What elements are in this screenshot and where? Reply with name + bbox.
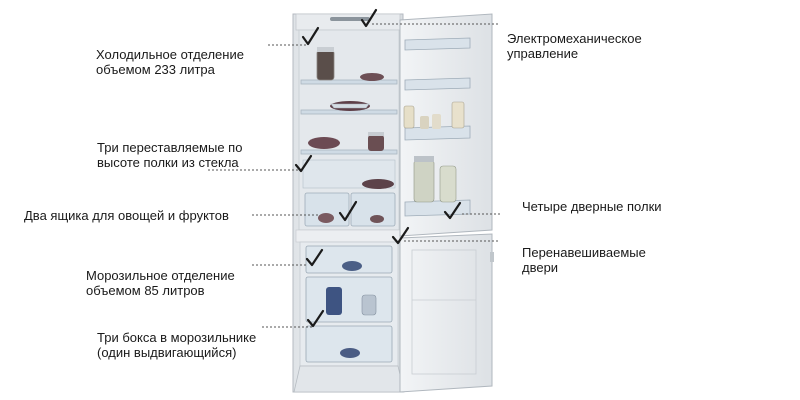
label-line: Морозильное отделение bbox=[86, 268, 235, 283]
label-line: высоте полки из стекла bbox=[97, 155, 239, 170]
label-fridge-compartment: Холодильное отделение объемом 233 литра bbox=[96, 47, 244, 77]
bowl bbox=[360, 73, 384, 81]
checkmark-icon bbox=[360, 8, 378, 28]
label-line: Перенавешиваемые bbox=[522, 245, 646, 260]
label-line: управление bbox=[507, 46, 579, 61]
door-shelves bbox=[404, 37, 471, 217]
label-glass-shelves: Три переставляемые по высоте полки из ст… bbox=[97, 140, 242, 170]
label-freezer-compartment: Морозильное отделение объемом 85 литров bbox=[86, 268, 235, 298]
checkmark-icon bbox=[294, 154, 313, 173]
checkmark-icon bbox=[391, 226, 410, 245]
label-line: двери bbox=[522, 260, 559, 275]
label-line: Холодильное отделение bbox=[96, 47, 244, 62]
label-line: Три бокса в морозильнике bbox=[97, 330, 257, 345]
lower-door bbox=[399, 233, 493, 393]
label-reversible-doors: Перенавешиваемые двери bbox=[522, 245, 646, 275]
jar bbox=[316, 49, 335, 81]
checkmark-icon bbox=[338, 200, 358, 222]
checkmark-icon bbox=[443, 201, 462, 220]
label-line: Два ящика для овощей и фруктов bbox=[24, 208, 229, 223]
label-crisper-drawers: Два ящика для овощей и фруктов bbox=[24, 208, 229, 223]
label-line: Три переставляемые по bbox=[97, 140, 243, 155]
crisper-drawers bbox=[304, 192, 396, 227]
label-line: Четыре дверные полки bbox=[522, 199, 662, 214]
label-line: объемом 233 литра bbox=[96, 62, 215, 77]
label-door-shelves: Четыре дверные полки bbox=[522, 199, 662, 214]
label-control: Электромеханическое управление bbox=[507, 31, 642, 61]
leader-lines bbox=[208, 23, 500, 328]
checkmark-icon bbox=[301, 26, 320, 46]
checkmark-icon bbox=[305, 248, 324, 267]
label-line: объемом 85 литров bbox=[86, 283, 205, 298]
checkmark-icon bbox=[306, 309, 325, 328]
label-freezer-boxes: Три бокса в морозильнике (один выдвигающ… bbox=[97, 330, 256, 360]
label-line: Электромеханическое bbox=[507, 31, 642, 46]
control-strip bbox=[295, 13, 401, 31]
label-line: (один выдвигающийся) bbox=[97, 345, 237, 360]
